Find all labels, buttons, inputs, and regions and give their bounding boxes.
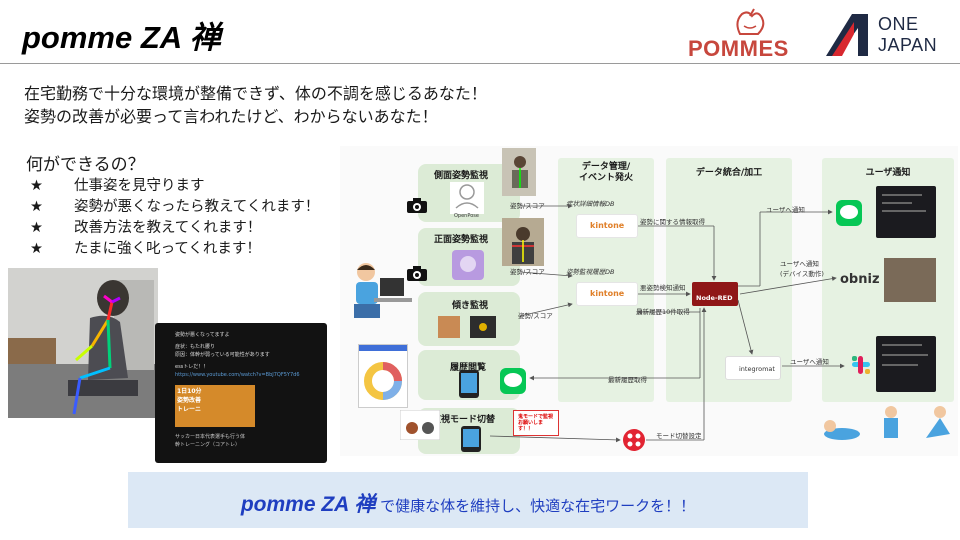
integromat-node: integromat: [725, 356, 781, 380]
video-caption: サッカー日本代表選手も行う体 幹トレーニング（コアトレ）: [175, 434, 246, 448]
camera-icon: [407, 266, 427, 281]
video-thumbnail[interactable]: [175, 385, 255, 427]
onejapan-mark-icon: [826, 14, 868, 56]
edge-label: ユーザへ通知: [790, 358, 829, 366]
edge-label: 姿勢/スコア: [518, 312, 553, 320]
banner-brand: pomme ZA 禅: [240, 493, 376, 516]
edge-label: ユーザへ通知(デバイス動作): [780, 260, 824, 278]
star-icon: ★: [30, 178, 43, 194]
intro-text: 在宅勤務で十分な環境が整備できず、体の不調を感じるあなた！ 姿勢の改善が必要って…: [24, 82, 487, 128]
smartphone-icon: [459, 370, 479, 398]
skeleton-overlay-icon: [8, 268, 158, 418]
row-label: 履歴閲覧: [450, 363, 487, 373]
line-icon: [500, 368, 526, 394]
twilio-icon: [623, 429, 645, 451]
row-tilt-monitor: [418, 292, 520, 346]
features-list: ★仕事姿を見守ります ★姿勢が悪くなったら教えてくれます！ ★改善方法を教えてく…: [30, 176, 319, 260]
apple-hand-icon: [736, 8, 765, 35]
onejapan-logo-text: ONE JAPAN: [878, 14, 938, 55]
architecture-diagram: データ管理/ イベント発火 データ統合/加工 ユーザ通知 側面姿勢監視 正面姿勢…: [340, 146, 958, 456]
oni-mode-badge: 鬼モードで監視お願いします！！: [513, 410, 559, 436]
camera-icon: [407, 198, 427, 213]
row-label: 監視モード切替: [432, 415, 496, 425]
list-item: ★姿勢が悪くなったら教えてくれます！: [30, 197, 319, 218]
column-data-management: [558, 158, 654, 402]
star-icon: ★: [30, 220, 43, 236]
column-title: ユーザ通知: [865, 168, 911, 178]
db-label: 姿勢監視履歴DB: [566, 268, 615, 276]
line-message-screenshot: 姿勢が悪くなってますよ 症状：もたれ腰り 原因：体幹が弱っている可能性があります…: [155, 323, 327, 463]
openpose-icon: [450, 182, 484, 214]
thumbnail-text: 1日10分 姿勢改善 トレーニ: [177, 388, 202, 413]
row-label: 側面姿勢監視: [434, 171, 489, 181]
edge-label: モード切替設定: [656, 432, 702, 440]
column-title: データ統合/加工: [695, 168, 763, 178]
star-icon: ★: [30, 199, 43, 215]
star-icon: ★: [30, 241, 43, 257]
slack-notify-screenshot: [876, 336, 936, 392]
webcam-front-photo: [502, 218, 544, 266]
intro-line: 姿勢の改善が必要って言われたけど、わからないあなた！: [24, 107, 438, 126]
line-notify-screenshot: [876, 186, 936, 238]
edge-label: 姿勢/スコア: [510, 268, 545, 276]
image-recognition-icon: [452, 250, 484, 280]
kintone-symptom-db: kintone: [576, 214, 638, 238]
intro-line: 在宅勤務で十分な環境が整備できず、体の不調を感じるあなた！: [24, 84, 487, 103]
openpose-label: OpenPose: [454, 213, 479, 219]
message-text: 姿勢が悪くなってますよ 症状：もたれ腰り 原因：体幹が弱っている可能性があります…: [175, 331, 305, 379]
banner-text: で健康な体を維持し、快適な在宅ワークを！！: [375, 497, 696, 515]
obniz-device-photo: [884, 258, 936, 302]
pommes-logo: POMMES: [688, 8, 806, 61]
edge-label: 最新履歴取得: [608, 376, 647, 384]
line-icon: [836, 200, 862, 226]
onejapan-logo: ONE JAPAN: [822, 10, 952, 60]
edge-label: 悪姿勢検知通知: [640, 284, 686, 292]
db-label: 症状詳細情報DB: [566, 200, 615, 208]
tagline: pomme ZA 禅 で健康な体を維持し、快適な在宅ワークを！！: [128, 488, 808, 518]
list-item: ★たまに強く叱ってくれます！: [30, 239, 319, 260]
user-at-desk-icon: [354, 263, 412, 318]
donut-chart-icon: [359, 345, 407, 400]
list-item: ★仕事姿を見守ります: [30, 176, 319, 197]
youtube-link[interactable]: https://www.youtube.com/watch?v=BbJ7QF5Y…: [175, 372, 300, 378]
posture-detection-photo: [8, 268, 158, 418]
title-divider: [0, 63, 960, 64]
webcam-side-photo: [502, 148, 536, 196]
slack-icon: [852, 356, 870, 374]
row-label: 正面姿勢監視: [434, 235, 489, 245]
pommes-logo-text: POMMES: [688, 36, 789, 61]
tagline-banner: pomme ZA 禅 で健康な体を維持し、快適な在宅ワークを！！: [128, 472, 808, 528]
flow-arrows: [489, 203, 845, 443]
obniz-logo: obniz: [840, 272, 880, 287]
history-app-screenshot: [358, 344, 408, 408]
kintone-history-db: kintone: [576, 282, 638, 306]
node-red-node: Node-RED: [692, 282, 738, 306]
mode-screenshot-icon: [400, 410, 440, 440]
row-label: 傾き監視: [452, 301, 489, 311]
tilt-sensor-icon: [438, 316, 496, 338]
exercising-people-icon: [824, 406, 950, 440]
list-item: ★改善方法を教えてくれます！: [30, 218, 319, 239]
features-title: 何ができるの？: [26, 155, 145, 175]
page-title: pomme ZA 禅: [22, 20, 221, 55]
column-title: データ管理/ イベント発火: [578, 162, 633, 183]
edge-label: 姿勢に関する情報取得: [640, 218, 705, 226]
edge-label: ユーザへ通知: [766, 206, 805, 214]
smartphone-icon: [461, 426, 481, 452]
